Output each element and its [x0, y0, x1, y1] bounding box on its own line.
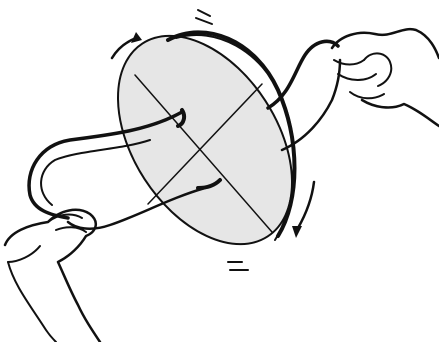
- left-hand: [3, 208, 102, 342]
- motion-lines-top-icon: [195, 9, 213, 25]
- rotation-arrowhead-top-icon: [131, 32, 142, 43]
- left-hand-wrist: [7, 261, 57, 342]
- string-right-loop-lower: [280, 58, 342, 152]
- motion-lines-bottom-icon: [227, 261, 249, 271]
- string-right-loop-upper: [266, 39, 340, 110]
- rotation-arrowhead-bottom-icon: [292, 226, 302, 238]
- right-hand: [330, 27, 439, 128]
- string-hole-lower: [196, 178, 222, 190]
- right-hand-fingers: [333, 59, 385, 100]
- disc-diameter-line-1: [134, 74, 273, 233]
- left-hand-fingers: [7, 213, 87, 263]
- right-hand-thumb: [363, 52, 393, 87]
- disc-face: [116, 34, 294, 246]
- right-hand-palm: [360, 98, 439, 128]
- string-left-loop-lower: [66, 186, 207, 230]
- string-left-loop-upper: [27, 110, 184, 220]
- right-hand-outline: [330, 27, 439, 60]
- rotation-arrow-bottom-icon: [296, 180, 316, 230]
- string-left-loop-outer: [40, 139, 151, 206]
- disc: [116, 30, 297, 246]
- motion-indicators: [110, 9, 316, 271]
- disc-diameter-line-2: [147, 83, 263, 205]
- string: [27, 39, 342, 230]
- disc-rim-inner: [175, 33, 296, 241]
